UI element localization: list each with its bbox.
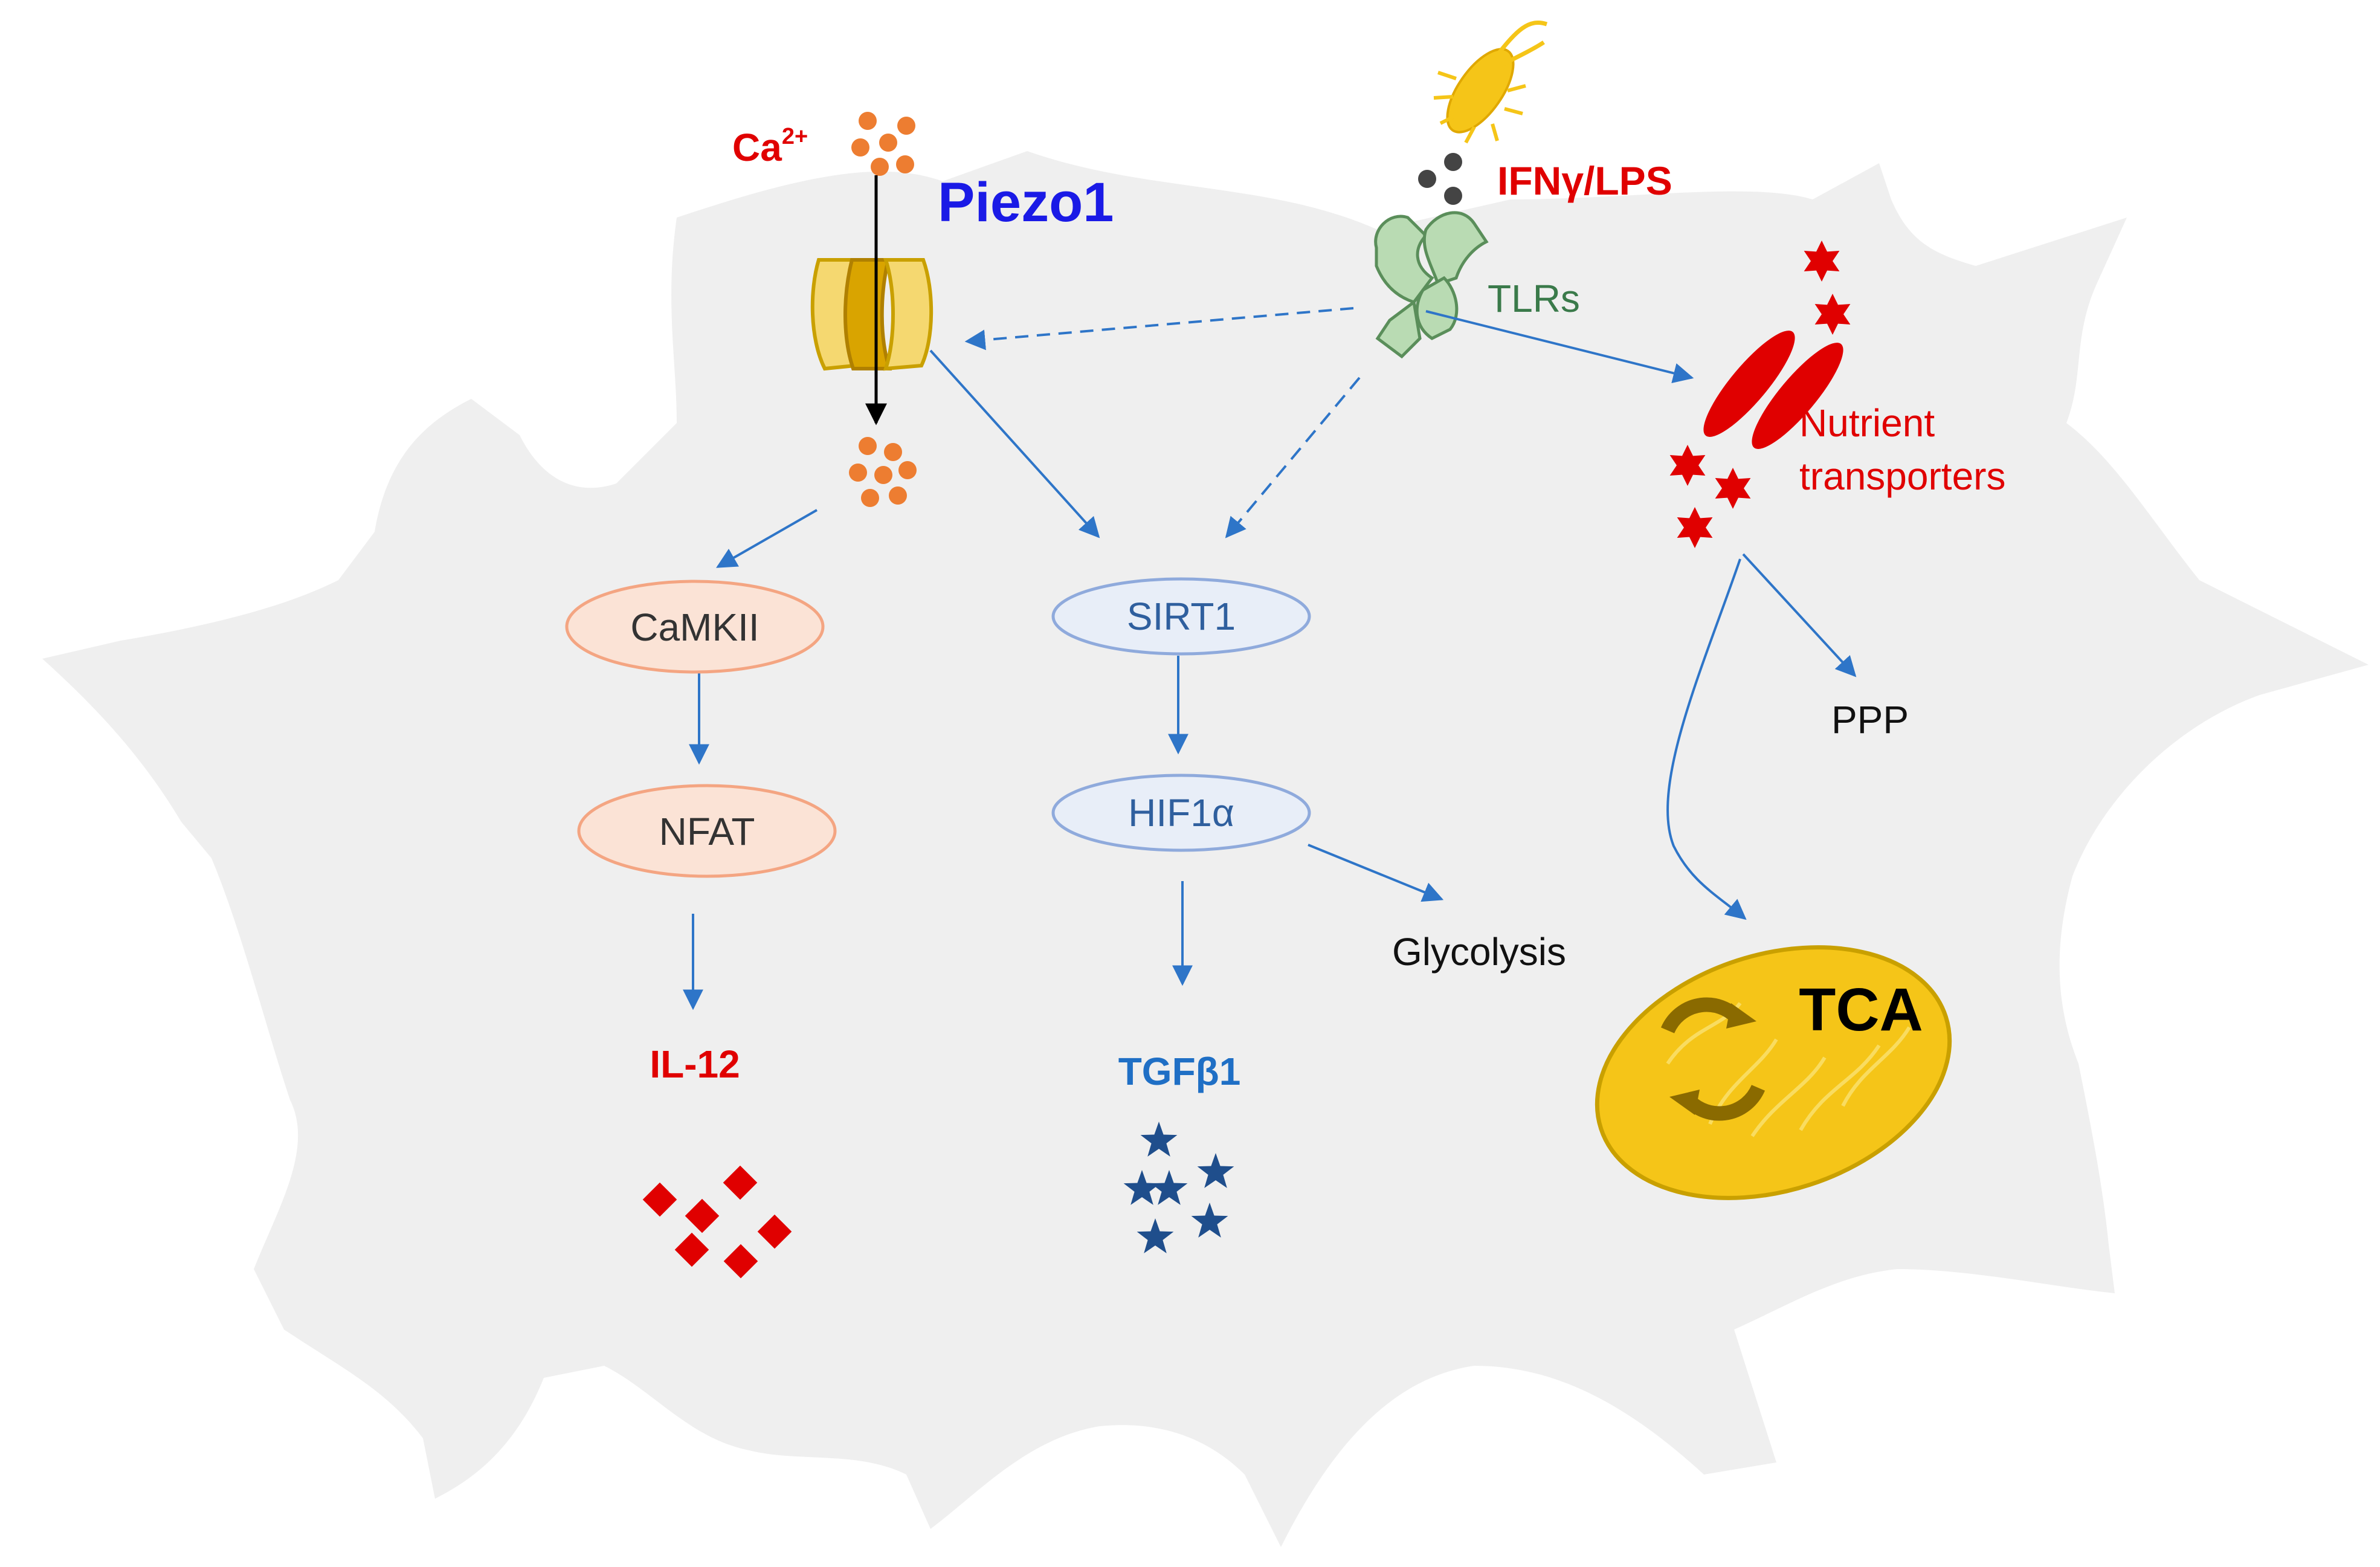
tgfb1-molecule-star: [1123, 1170, 1161, 1205]
il12-label: IL-12: [650, 1042, 740, 1086]
camkii-label: CaMKII: [630, 606, 759, 649]
ppp-label: PPP: [1831, 698, 1909, 741]
calcium-label: Ca2+: [732, 124, 808, 169]
nutrient-transporters-label-line2: transporters: [1799, 454, 2005, 498]
arrow-hif1a-to-glycolysis: [1308, 844, 1444, 902]
tlr-receptor-icon: [1374, 211, 1489, 359]
piezo-channel-icon: [810, 258, 934, 371]
pathway-arrows: [683, 307, 1857, 1010]
nfat-label: NFAT: [659, 810, 755, 853]
glycolysis-label: Glycolysis: [1392, 930, 1566, 974]
tgfb1-molecule-star: [1191, 1203, 1228, 1238]
bacterium-icon: [1433, 20, 1548, 144]
tgfb1-molecule-star: [1197, 1153, 1234, 1188]
piezo1-label: Piezo1: [938, 172, 1114, 233]
ifn-lps-molecules: [1418, 153, 1462, 205]
il12-molecules: [642, 1165, 792, 1279]
nutrient-molecule-star: [1804, 241, 1840, 282]
arrow-tlr-to-sirt1: [1225, 376, 1361, 538]
sirt1-label: SIRT1: [1127, 595, 1236, 638]
hif1a-label: HIF1α: [1128, 791, 1234, 835]
tgfb1-label: TGFβ1: [1118, 1050, 1241, 1093]
arrow-nutrient-to-ppp: [1742, 553, 1857, 677]
arrow-tlr-to-nutrient: [1425, 310, 1694, 384]
cycle-icon: [1660, 997, 1766, 1121]
nutrient-molecule-star: [1669, 445, 1706, 486]
arrow-calcium-to-camkii: [716, 509, 818, 568]
arrow-nutrient-to-tca: [1666, 558, 1747, 920]
hif1a-node: HIF1α: [1051, 774, 1311, 852]
nutrient-molecule-star: [1677, 507, 1713, 548]
tgfb1-molecule-star: [1140, 1122, 1178, 1157]
nutrient-molecules: [1669, 241, 1851, 548]
tlrs-label: TLRs: [1488, 277, 1580, 320]
sirt1-node: SIRT1: [1051, 577, 1311, 656]
calcium-ions-extracellular: [851, 112, 915, 176]
arrow-piezo-to-sirt1: [929, 349, 1100, 538]
nfat-node: NFAT: [577, 784, 837, 878]
nutrient-transporter-icon: [1703, 331, 1843, 449]
tgfb1-molecule-star: [1150, 1170, 1188, 1205]
nutrient-molecule-star: [1814, 294, 1851, 335]
tgfb1-molecule-star: [1137, 1218, 1174, 1253]
camkii-node: CaMKII: [565, 580, 825, 674]
ifn-lps-label: IFNγ/LPS: [1497, 158, 1672, 203]
tgfb1-molecules: [1123, 1122, 1234, 1253]
nutrient-transporters-label-line1: Nutrient: [1799, 401, 1935, 445]
tca-label: TCA: [1799, 976, 1923, 1044]
nutrient-molecule-star: [1715, 468, 1751, 509]
